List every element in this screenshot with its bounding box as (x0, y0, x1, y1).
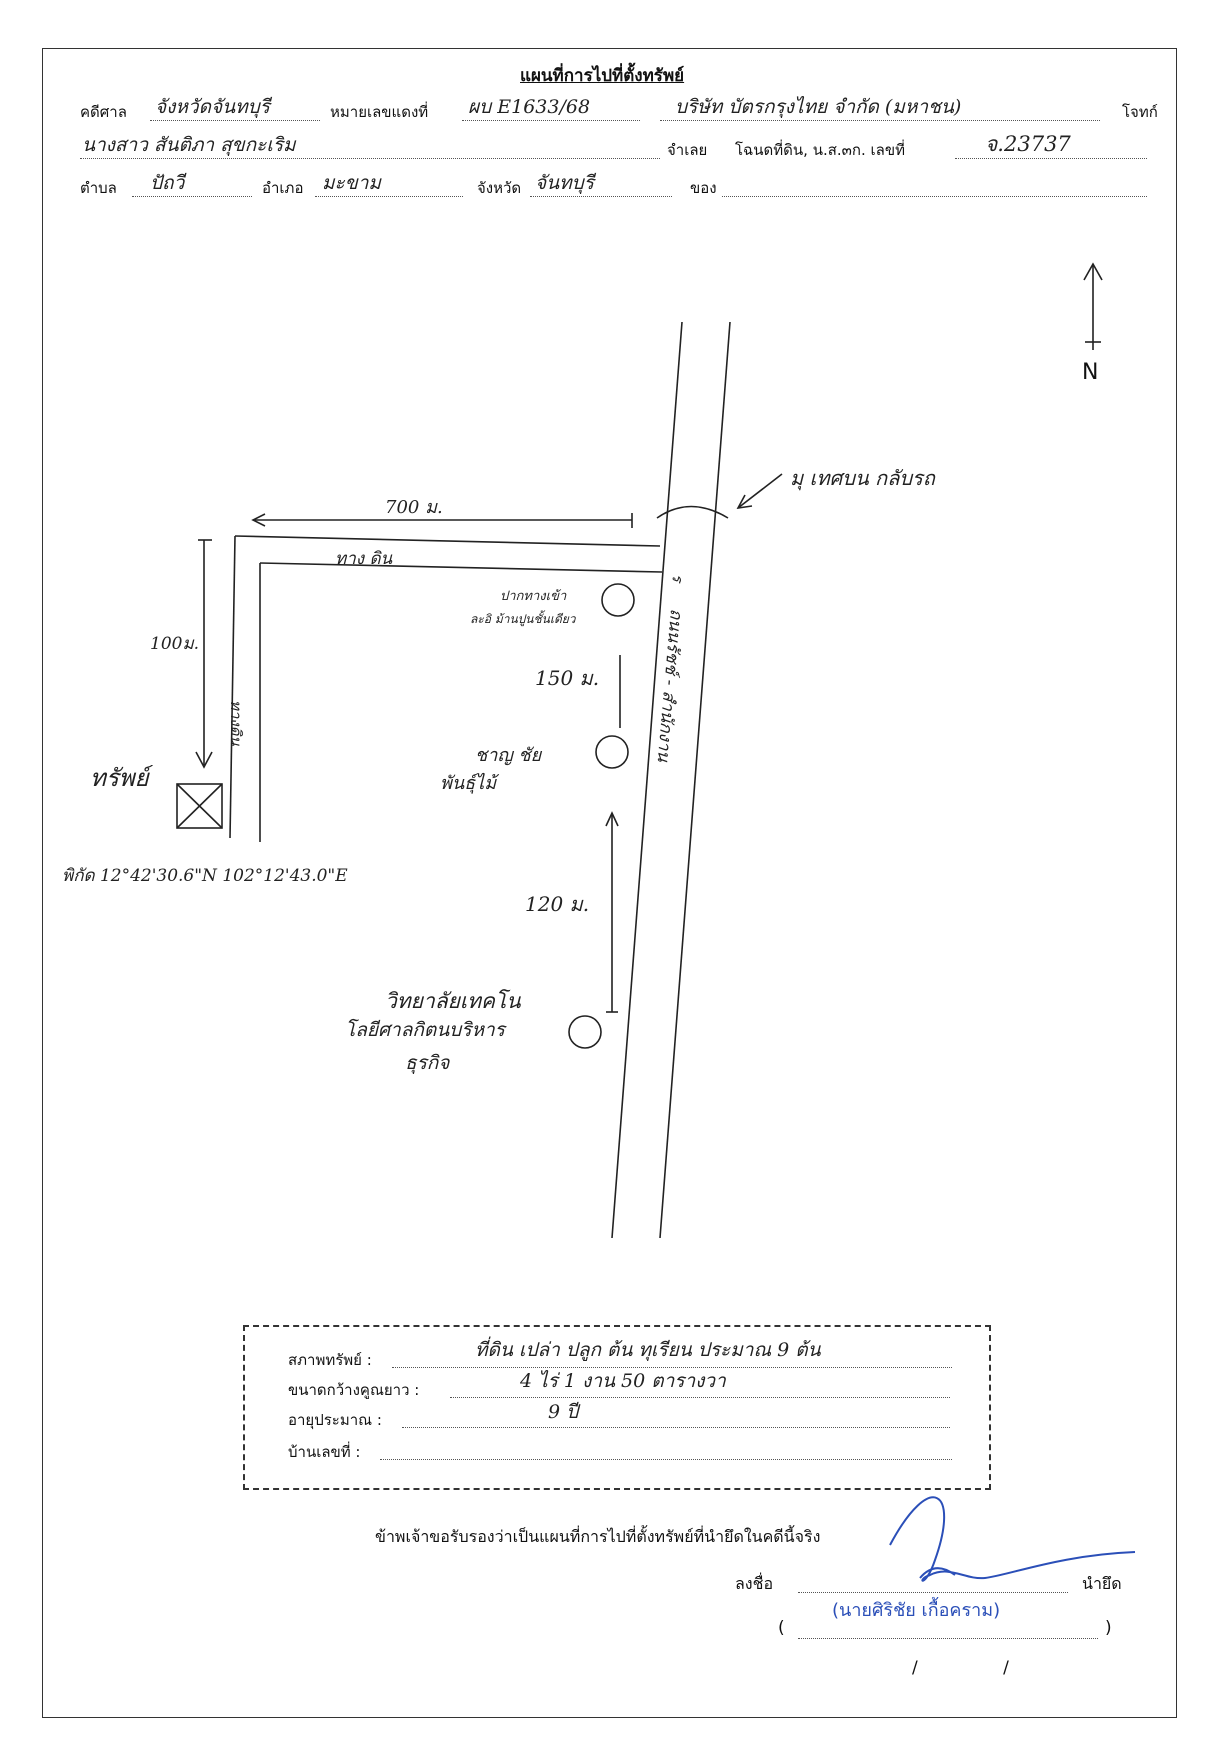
dist-700: 700 ม. (385, 497, 443, 518)
age-value: 9 ปี (548, 1401, 579, 1423)
dist-100: 100ม. (150, 634, 200, 654)
role-label: นำยึด (1082, 1574, 1122, 1593)
deed-value: จ.23737 (985, 132, 1071, 156)
dirt-road-top-edge (234, 535, 661, 547)
landmark-3-marker (568, 1015, 602, 1049)
deed-label: โฉนดที่ดิน, น.ส.๓ก. เลขที่ (735, 141, 905, 159)
defendant-value: นางสาว สันติภา สุขกะเริม (82, 134, 296, 156)
district-label: อำเภอ (262, 179, 304, 197)
north-label: N (1082, 360, 1099, 385)
page-title: แผนที่การไปที่ตั้งทรัพย์ (520, 66, 685, 86)
court-value: จังหวัดจันทบุรี (155, 96, 270, 118)
certification-text: ข้าพเจ้าขอรับรองว่าเป็นแผนที่การไปที่ตั้… (375, 1527, 821, 1546)
landmark-1-marker (601, 583, 635, 617)
open-paren: ( (778, 1618, 785, 1638)
age-label: อายุประมาณ : (288, 1411, 382, 1429)
dirt-road-left-edge (229, 535, 236, 839)
owner-label: ของ (690, 179, 717, 197)
case-no-value: ผบ E1633/68 (468, 96, 591, 118)
province-value: จันทบุรี (535, 172, 594, 194)
date-marks: / / (912, 1658, 1049, 1678)
size-label: ขนาดกว้างคูณยาว : (288, 1381, 420, 1399)
landmark-2-line-1: ชาญ ชัย (475, 745, 542, 766)
house-no-label: บ้านเลขที่ : (288, 1443, 361, 1461)
main-road-left-edge (611, 321, 683, 1239)
landmark-3-line-1: วิทยาลัยเทคโน (385, 989, 521, 1013)
property-label: ทรัพย์ (90, 764, 149, 792)
size-value: 4 ไร่ 1 งาน 50 ตารางวา (520, 1370, 726, 1392)
dist-120: 120 ม. (525, 892, 590, 916)
main-road-right-edge (659, 321, 731, 1239)
landmark-2-line-2: พันธุ์ไม้ (440, 773, 497, 794)
dirt-road-bottom-edge (259, 562, 663, 573)
defendant-label: จำเลย (667, 141, 708, 159)
subdistrict-value: ปัถวี (150, 172, 185, 194)
page-border (42, 48, 1177, 1718)
property-coordinates: พิกัด 12°42'30.6"N 102°12'43.0"E (62, 866, 348, 886)
condition-label: สภาพทรัพย์ : (288, 1351, 372, 1369)
condition-value: ที่ดิน เปล่า ปลูก ต้น ทุเรียน ประมาณ 9 ต… (475, 1339, 821, 1361)
landmark-1-line-1: ปากทางเข้า (500, 589, 567, 604)
case-no-label: หมายเลขแดงที่ (330, 103, 429, 121)
court-label: คดีศาล (80, 103, 127, 121)
plaintiff-value: บริษัท บัตรกรุงไทย จำกัด (มหาชน) (675, 96, 962, 118)
u-turn-arc (656, 505, 729, 519)
close-paren: ) (1105, 1618, 1112, 1638)
subdistrict-label: ตำบล (80, 179, 117, 197)
district-value: มะขาม (322, 172, 381, 194)
plaintiff-label: โจทก์ (1122, 103, 1158, 121)
property-details-box (243, 1325, 991, 1490)
dist-150: 150 ม. (535, 666, 600, 690)
junction-label: มุ เทศบน กลับรถ (790, 466, 935, 490)
sign-label: ลงชื่อ (735, 1574, 774, 1593)
landmark-3-line-3: ธุรกิจ (405, 1052, 450, 1074)
landmark-2-marker (595, 735, 629, 769)
landmark-1-line-2: ละอิ ม้านปูนชั้นเดียว (470, 612, 576, 626)
property-marker (176, 783, 223, 829)
dirt-road-top-label: ทาง ดิน (335, 549, 393, 569)
landmark-3-line-2: โลยีศาลกิตนบริหาร (345, 1019, 505, 1041)
signer-name: (นายศิริชัย เกื้อคราม) (832, 1600, 1001, 1621)
province-label: จังหวัด (477, 179, 522, 197)
